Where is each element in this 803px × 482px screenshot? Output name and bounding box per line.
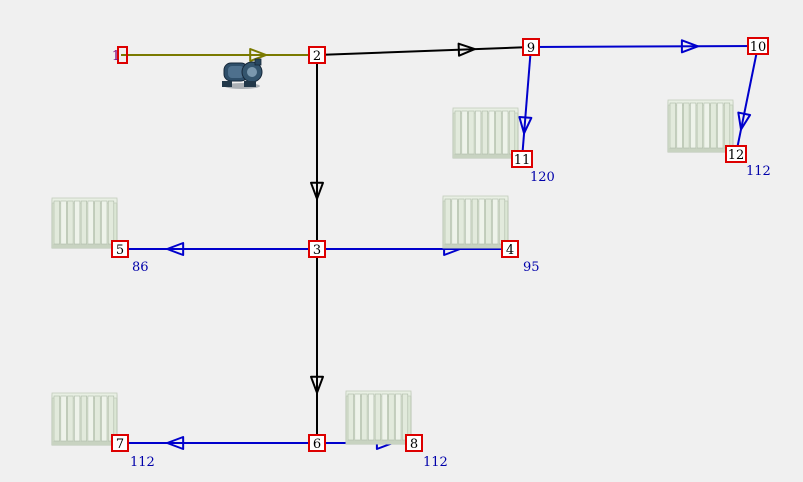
node-10[interactable]: 10 — [747, 37, 769, 55]
node-label: 6 — [313, 437, 321, 452]
node-4[interactable]: 4 — [501, 240, 519, 258]
node-label: 10 — [750, 40, 767, 55]
radiator-value: 112 — [130, 455, 155, 470]
node-1[interactable]: 1 — [112, 46, 128, 64]
node-12[interactable]: 12 — [725, 145, 747, 163]
node-5[interactable]: 5 — [111, 240, 129, 258]
pump-icon[interactable] — [222, 58, 263, 89]
radiator-icon[interactable] — [667, 99, 734, 153]
radiator-icon[interactable] — [442, 195, 509, 249]
flow-arrow-icon — [457, 42, 476, 57]
radiator-icon[interactable] — [51, 197, 118, 249]
pipe-3-5[interactable] — [120, 242, 317, 256]
node-label: 3 — [313, 243, 321, 258]
radiator-value: 112 — [423, 455, 448, 470]
flow-arrow-icon — [310, 375, 324, 394]
node-label: 11 — [514, 153, 531, 168]
radiator-value: 95 — [523, 260, 540, 275]
flow-arrow-icon — [680, 39, 699, 54]
pipe-1-2[interactable] — [121, 48, 317, 62]
radiator-icon[interactable] — [452, 107, 519, 159]
radiator-value: 112 — [746, 164, 771, 179]
node-8[interactable]: 8 — [405, 434, 423, 452]
flow-arrow-icon — [310, 181, 324, 200]
pipe-2-9[interactable] — [316, 42, 532, 57]
node-6[interactable]: 6 — [308, 434, 326, 452]
node-9[interactable]: 9 — [522, 38, 540, 56]
node-label: 9 — [527, 41, 535, 56]
radiator-value: 86 — [132, 260, 149, 275]
node-7[interactable]: 7 — [111, 434, 129, 452]
node-label: 5 — [116, 243, 124, 258]
node-11[interactable]: 11 — [511, 150, 533, 168]
pipe-9-11[interactable] — [518, 46, 533, 160]
flow-arrow-icon — [166, 242, 185, 256]
node-label: 1 — [112, 49, 120, 64]
radiator-icon[interactable] — [51, 392, 118, 446]
flow-arrow-icon — [249, 48, 268, 62]
pipe-10-12[interactable] — [735, 45, 759, 155]
flow-arrow-icon — [166, 436, 185, 450]
radiator-icon[interactable] — [345, 390, 412, 445]
node-2[interactable]: 2 — [308, 46, 326, 64]
radiator-value: 120 — [530, 170, 555, 185]
pipe-2-3[interactable] — [310, 55, 324, 249]
node-label: 4 — [506, 243, 514, 258]
flow-arrow-icon — [518, 115, 533, 135]
node-label: 8 — [410, 437, 418, 452]
node-label: 2 — [313, 49, 321, 64]
pipe-3-6[interactable] — [310, 249, 324, 443]
node-label: 7 — [116, 437, 124, 452]
node-3[interactable]: 3 — [308, 240, 326, 258]
pipe-6-7[interactable] — [120, 436, 317, 450]
node-label: 12 — [728, 148, 745, 163]
pipe-9-10[interactable] — [530, 39, 759, 54]
flow-arrow-icon — [737, 111, 752, 131]
